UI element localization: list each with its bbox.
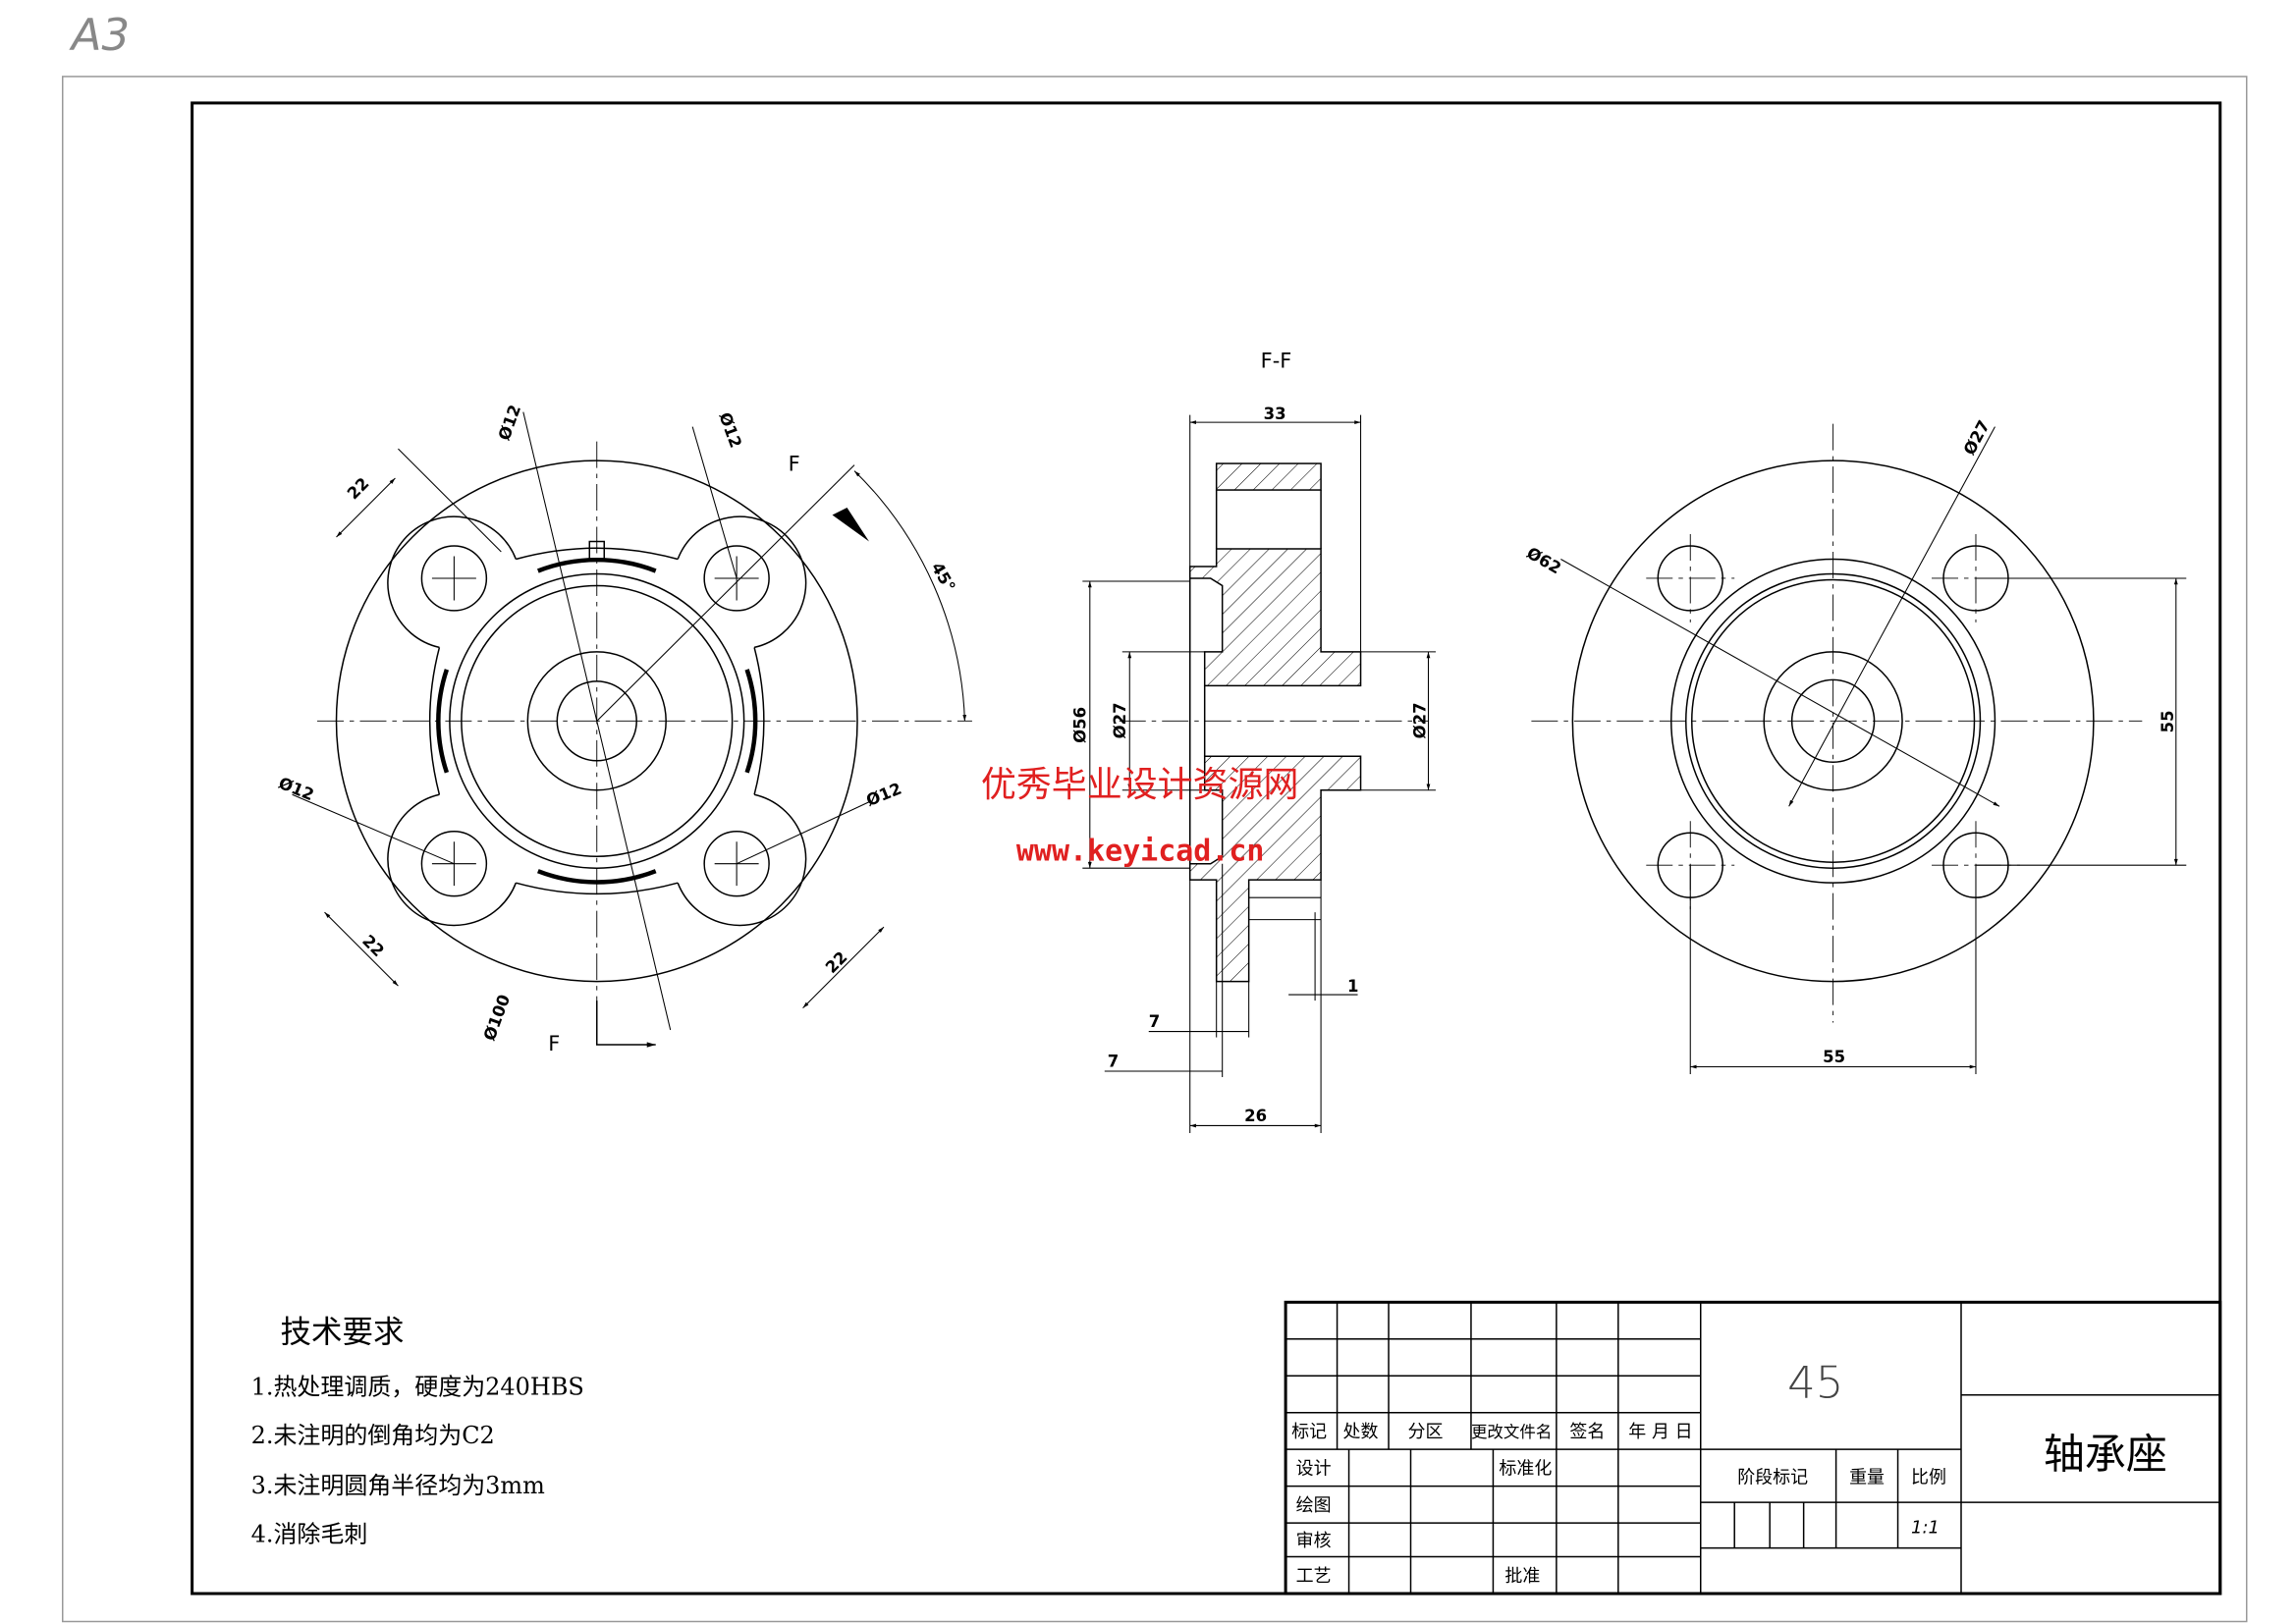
tb-header-count: 处数 <box>1343 1422 1379 1442</box>
tb-standardization: 标准化 <box>1499 1459 1552 1480</box>
outer-frame <box>62 76 2248 1623</box>
tb-stage-mark: 阶段标记 <box>1737 1468 1808 1488</box>
tb-material: 45 <box>1787 1357 1843 1409</box>
watermark-title: 优秀毕业设计资源网 <box>981 765 1299 805</box>
title-block: 标记 处数 分区 更改文件名 签名 年 月 日 设计 绘图 审核 工艺 标准化 … <box>1284 1300 2222 1596</box>
section-view: F-F 33 Ø56 Ø27 Ø27 1 7 7 26 <box>1070 350 1436 1133</box>
tb-role-check: 审核 <box>1296 1531 1332 1551</box>
dim-bore-right: Ø27 <box>1410 702 1429 738</box>
dim-recess-dia: Ø56 <box>1070 707 1089 743</box>
tb-header-mark: 标记 <box>1291 1422 1327 1442</box>
tech-req-title: 技术要求 <box>281 1315 405 1350</box>
tb-scale-value: 1:1 <box>1911 1518 1940 1539</box>
tech-req-item: 3.未注明圆角半径均为3mm <box>251 1472 546 1499</box>
dim-step1: 7 <box>1149 1012 1160 1031</box>
watermark-url: www.keyicad.cn <box>1016 835 1265 869</box>
tech-requirements: 技术要求 1.热处理调质，硬度为240HBS 2.未注明的倒角均为C2 3.未注… <box>251 1315 584 1548</box>
inner-frame <box>191 101 2222 1596</box>
sheet-size-label: A3 <box>69 9 130 61</box>
tb-weight: 重量 <box>1849 1468 1885 1488</box>
tech-req-item: 1.热处理调质，硬度为240HBS <box>251 1374 584 1401</box>
tech-req-item: 2.未注明的倒角均为C2 <box>251 1422 495 1449</box>
right-view: Ø27 Ø62 55 55 <box>1523 417 2187 1075</box>
tech-req-item: 4.消除毛刺 <box>251 1521 368 1548</box>
section-mark-bottom: F <box>548 1032 560 1055</box>
dim-right-horiz: 55 <box>1823 1048 1845 1066</box>
tb-header-doc: 更改文件名 <box>1471 1423 1552 1441</box>
dim-width-bottom: 26 <box>1244 1107 1267 1125</box>
dim-bore-left: Ø27 <box>1111 702 1129 738</box>
dim-right-vert: 55 <box>2159 710 2177 732</box>
tb-part-name: 轴承座 <box>2044 1431 2167 1479</box>
tb-header-date: 年 月 日 <box>1628 1422 1692 1442</box>
tb-header-zone: 分区 <box>1408 1422 1444 1442</box>
tb-role-draw: 绘图 <box>1296 1495 1332 1516</box>
tb-approval: 批准 <box>1504 1566 1540 1587</box>
tb-scale-label: 比例 <box>1911 1468 1946 1488</box>
dim-gap: 1 <box>1347 977 1358 996</box>
tb-role-process: 工艺 <box>1296 1566 1332 1587</box>
dim-step2: 7 <box>1108 1053 1119 1071</box>
tb-role-design: 设计 <box>1296 1459 1332 1480</box>
dim-width-top: 33 <box>1264 405 1286 423</box>
tb-header-sign: 签名 <box>1569 1422 1605 1442</box>
section-mark-top: F <box>789 453 800 476</box>
section-title: F-F <box>1261 350 1292 373</box>
